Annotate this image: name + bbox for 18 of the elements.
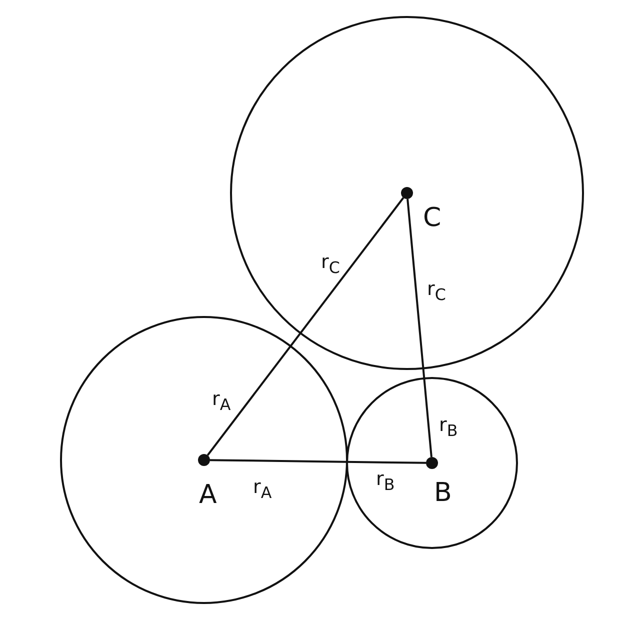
triangle-side (406, 198, 432, 458)
circle-outline (230, 16, 584, 370)
radius-label: r$_{C}$ (427, 280, 446, 303)
radius-label: r$_{B}$ (376, 470, 395, 493)
radius-label: r$_{A}$ (212, 390, 231, 413)
point-label: C (423, 205, 442, 231)
triangle-side (210, 459, 426, 464)
circle-outline (346, 377, 518, 549)
radius-label: r$_{B}$ (439, 416, 458, 439)
point-label: B (434, 480, 452, 506)
radius-label: r$_{A}$ (253, 478, 272, 501)
circle-outline (60, 316, 348, 604)
triangle-side (206, 197, 404, 456)
center-point (426, 457, 438, 469)
center-point (401, 187, 413, 199)
radius-label: r$_{C}$ (321, 253, 340, 276)
point-label: A (199, 482, 217, 508)
center-point (198, 454, 210, 466)
